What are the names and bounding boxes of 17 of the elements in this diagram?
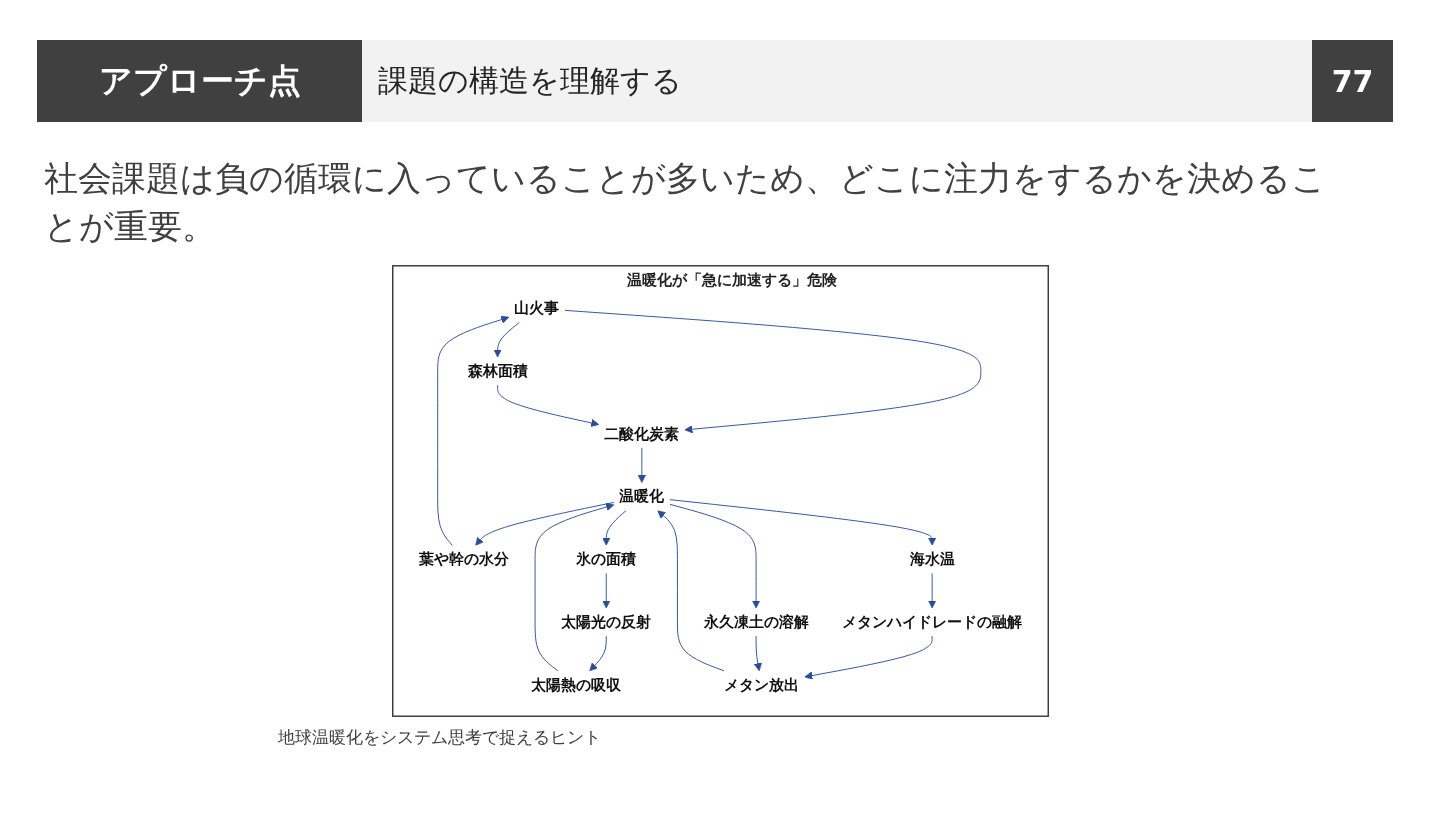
node-text: 山火事 <box>513 299 559 317</box>
node-text: 海水温 <box>909 550 955 568</box>
node-text: 森林面積 <box>467 361 528 380</box>
source-note: 地球温暖化をシステム思考で捉えるヒント <box>278 726 601 749</box>
page-number: 77 <box>1312 40 1393 122</box>
lead-text: 社会課題は負の循環に入っていることが多いため、どこに注力をするかを決めることが重要。 <box>44 157 1327 248</box>
title-bar: 課題の構造を理解する <box>362 40 1312 122</box>
node-text: メタン放出 <box>723 675 799 694</box>
node-text: 永久凍土の溶解 <box>703 612 809 631</box>
node-text: 太陽熱の吸収 <box>530 675 621 694</box>
node-text: 温暖化 <box>618 487 664 506</box>
node-text: 葉や幹の水分 <box>418 550 509 568</box>
node-text: 二酸化炭素 <box>603 424 679 443</box>
section-tag: アプローチ点 <box>37 40 362 122</box>
node-text: 氷の面積 <box>575 550 636 568</box>
node-text: メタンハイドレードの融解 <box>841 612 1022 631</box>
node-text: 太陽光の反射 <box>560 612 651 631</box>
